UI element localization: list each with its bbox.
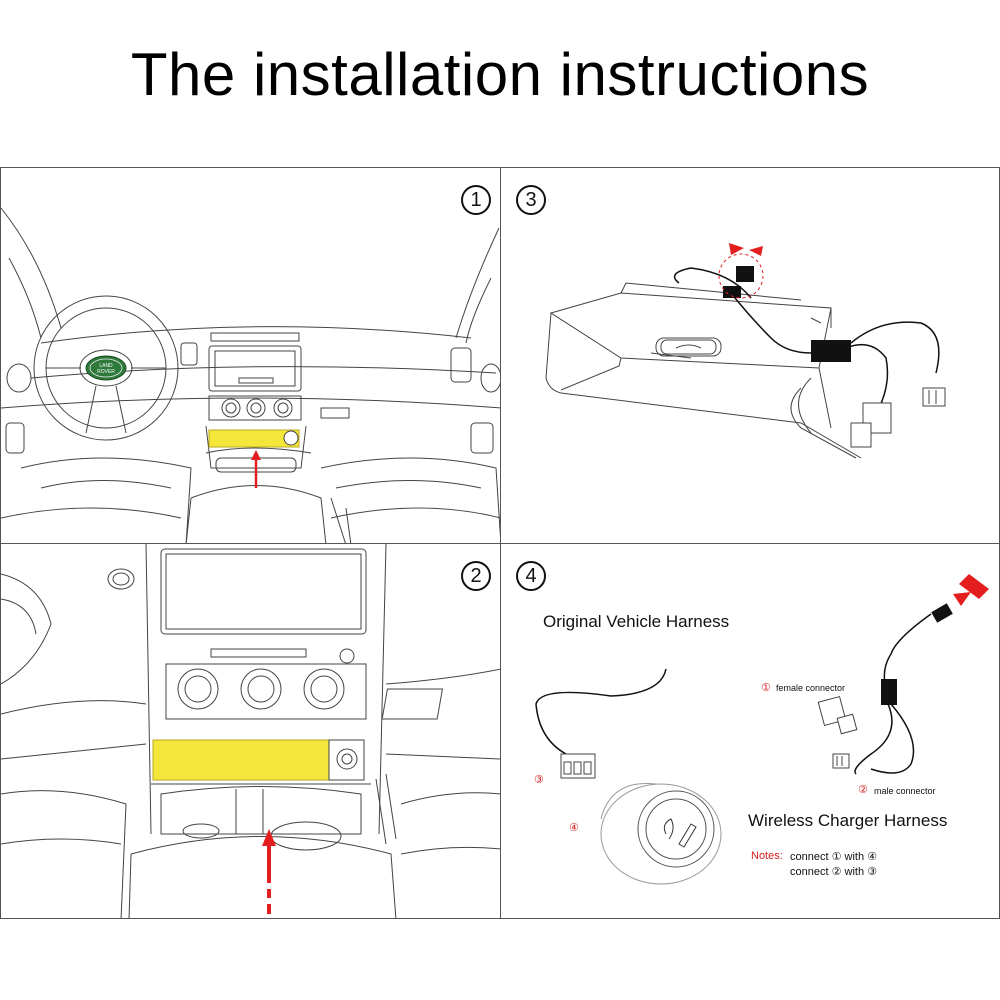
insert-arrow-head: [251, 450, 261, 460]
step-number-2: 2: [461, 561, 491, 591]
socket-4-number: ④: [569, 822, 579, 834]
wiring-diagram-drawing: [535, 574, 989, 885]
logo-line-1: LAND: [99, 363, 113, 369]
highlighted-tray: [152, 739, 332, 781]
panel-step-4: 4 Original Vehicle Harness Wireless Char…: [500, 543, 1000, 919]
page-title: The installation instructions: [130, 41, 870, 108]
charger-harness-module: [881, 679, 897, 705]
harness-module: [811, 340, 851, 362]
notes-label: Notes:: [751, 850, 783, 862]
charger-tray-drawing: [545, 243, 946, 459]
panel-step-2: 2: [0, 543, 501, 919]
logo-line-2: ROVER: [97, 369, 115, 375]
connector-female: [723, 286, 741, 298]
male-connector: [832, 753, 850, 769]
female-connector-label: female connector: [776, 683, 846, 693]
connector-plug-small: [922, 387, 946, 407]
connector-3-number: ③: [534, 774, 544, 786]
step-number-3: 3: [516, 185, 546, 215]
push-arrow-right: [749, 246, 763, 256]
note-1: connect ① with ④: [790, 851, 877, 863]
connection-highlight-circle: [718, 253, 764, 299]
socket-4: [637, 790, 715, 868]
female-number: ①: [761, 682, 771, 694]
power-arrow-body: [959, 574, 989, 599]
panel-step-1: LAND ROVER 1: [0, 167, 501, 544]
step-number-1: 1: [461, 185, 491, 215]
note-2: connect ② with ③: [790, 866, 877, 878]
highlighted-tray: [208, 429, 300, 448]
panel-step-3: 3: [500, 167, 1000, 544]
step-number-4: 4: [516, 561, 546, 591]
original-harness-label: Original Vehicle Harness: [543, 612, 730, 631]
insert-arrow-head: [262, 829, 276, 846]
charger-harness-plug: [931, 603, 953, 623]
connector-male: [736, 266, 754, 282]
male-number: ②: [858, 784, 868, 796]
male-connector-label: male connector: [874, 786, 936, 796]
dashboard-overview-drawing: LAND ROVER: [1, 207, 500, 543]
console-closeup-drawing: [1, 544, 500, 918]
wireless-harness-label: Wireless Charger Harness: [748, 811, 948, 830]
power-arrow-head: [953, 592, 971, 606]
push-arrow-left: [729, 243, 744, 255]
